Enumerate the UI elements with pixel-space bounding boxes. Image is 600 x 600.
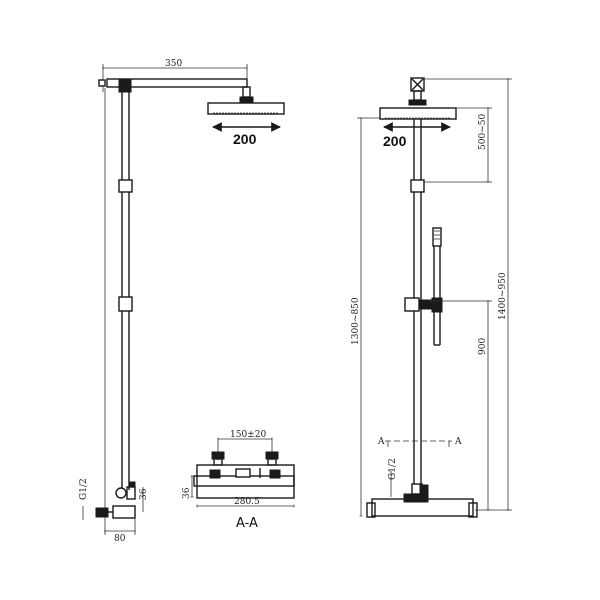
section-title: A-A [236,516,258,531]
shower-head [207,102,285,115]
inlet-thread-label-front: G1/2 [388,458,398,480]
section-view: 150±20 36 280.5 A-A [182,430,295,531]
wall-connector [95,507,109,518]
body-height-label: 36 [182,487,192,499]
body-length-label: 280.5 [234,497,260,507]
head-diameter-label-front: 200 [383,133,407,149]
diverter-knob [115,487,127,499]
side-view: 350 200 G1/2 36 [79,59,285,544]
section-marker-left: A [377,437,385,447]
section-marker-right: A [454,437,462,447]
wall-offset-label: 36 [139,488,149,500]
shower-arm [106,78,248,88]
slider-bracket [404,297,420,312]
riser-coupler [118,179,133,193]
arm-length-label: 350 [165,59,182,69]
inlet-spacing-label: 150±20 [230,430,266,440]
riser-coupler [118,296,133,312]
front-view: 200 A A G1/2 1300~850 [351,77,512,518]
mixer-height-label: 900 [478,338,488,355]
arm-adjust-label: 500~50 [478,114,488,150]
mixer-side-body [126,486,136,500]
head-diameter-label: 200 [233,131,257,147]
base-depth-label: 80 [114,534,126,544]
inlet-thread-label-side: G1/2 [79,478,89,500]
hand-shower [432,227,442,247]
shower-head-front [379,107,457,120]
total-height-label: 1400~950 [498,272,508,320]
rail-height-label: 1300~850 [351,297,361,345]
